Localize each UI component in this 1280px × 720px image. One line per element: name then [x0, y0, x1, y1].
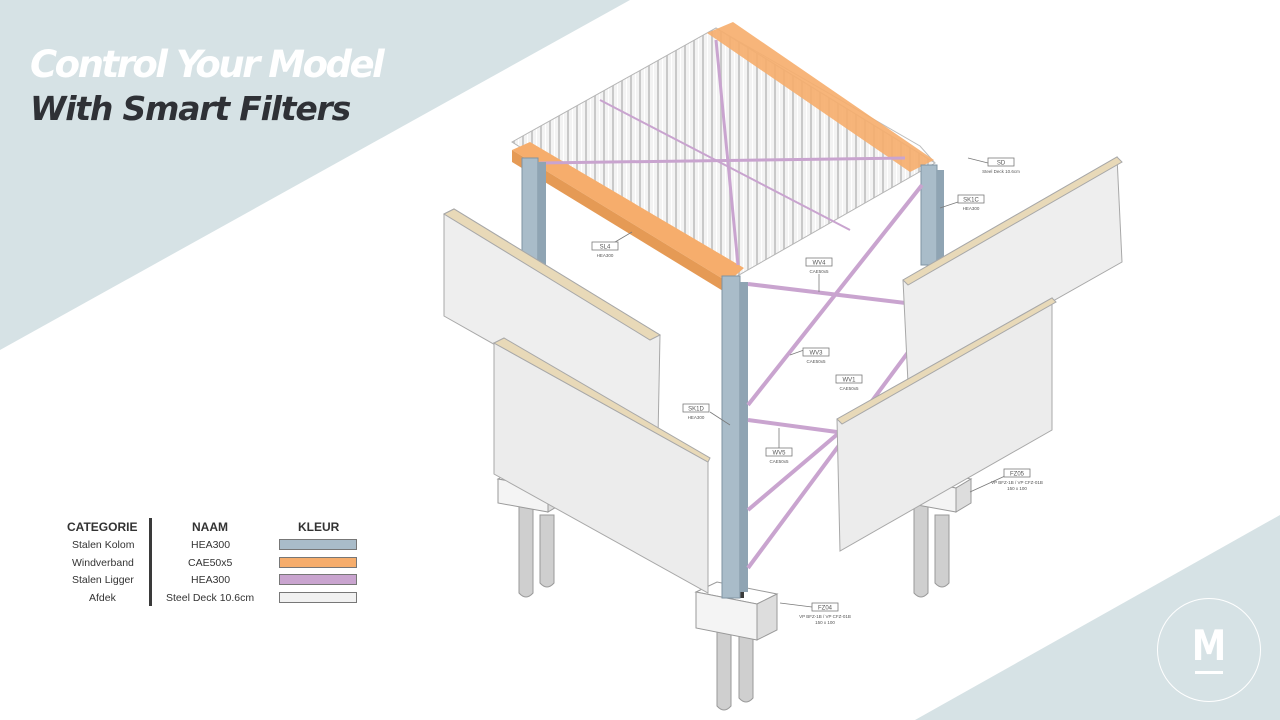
- legend-row-4-swatch: [279, 592, 357, 603]
- legend-header-color: KLEUR: [298, 520, 340, 534]
- tag-sk1c-sub: HEA300: [963, 206, 980, 211]
- legend-row-2-category: Windverband: [72, 557, 134, 569]
- tag-sk1c-code: SK1C: [963, 198, 979, 204]
- legend-row-3-category: Stalen Ligger: [72, 574, 134, 586]
- tag-ww4-code: WV4: [812, 261, 826, 267]
- headline-line-2: With Smart Filters: [30, 89, 351, 128]
- steel-columns: [521, 157, 944, 599]
- tag-wv1-sub: CAE50x5: [839, 386, 859, 391]
- tag-wv3-sub: CAE50x5: [806, 359, 826, 364]
- legend-header-category: CATEGORIE: [67, 520, 138, 534]
- legend-header-name: NAAM: [192, 520, 228, 534]
- legend-row-2-name: CAE50x5: [188, 557, 233, 569]
- roof-deck: [511, 22, 936, 294]
- tag-sl4-code: SL4: [600, 245, 611, 251]
- tag-fz05-sub: VP BFZ-1B / VP CFZ-01B: [991, 480, 1043, 485]
- legend-row-1-category: Stalen Kolom: [72, 539, 135, 551]
- legend-row-1-swatch: [279, 539, 357, 550]
- wall-panels-right: [836, 156, 1123, 552]
- tag-wv5-sub: CAE50x5: [769, 459, 789, 464]
- wall-panels-left: [442, 208, 711, 594]
- headline: Control Your Model With Smart Filters: [30, 43, 385, 128]
- tag-fz05-sub2: 150 x 100: [1007, 486, 1027, 491]
- legend-table: CATEGORIE NAAM KLEUR Stalen Kolom HEA300…: [60, 518, 380, 608]
- tag-wv3-code: WV3: [809, 351, 823, 357]
- background-band-top-left: [0, 0, 630, 350]
- tag-fz04-sub2: 150 x 100: [815, 620, 835, 625]
- foundation-piles: [518, 504, 950, 711]
- tag-wv1-code: WV1: [842, 378, 856, 384]
- legend-row-3-name: HEA300: [191, 574, 231, 586]
- annotation-tag-text: SD Steel Deck 10.6cm SK1C HEA300 SL4 HEA…: [597, 161, 1043, 626]
- tag-wv5-code: WV5: [772, 451, 786, 457]
- tag-fz05-code: FZ05: [1010, 472, 1025, 478]
- tag-sk1d-sub: HEA300: [688, 415, 705, 420]
- bracing: [746, 183, 924, 570]
- tag-fz04-code: FZ04: [818, 606, 833, 612]
- tag-ww4-sub: CAE50x5: [809, 269, 829, 274]
- tag-sl4-sub: HEA300: [597, 253, 614, 258]
- logo-underline: [1195, 671, 1223, 674]
- legend-row-3-swatch: [279, 574, 357, 585]
- legend-row-1-name: HEA300: [191, 539, 231, 551]
- legend-divider: [149, 518, 152, 606]
- roof-edge-beam-back: [707, 22, 934, 172]
- tag-fz04-sub: VP BFZ-1B / VP CFZ-01B: [799, 614, 851, 619]
- annotation-tags: [591, 157, 1031, 612]
- legend-row-2-swatch: [279, 557, 357, 568]
- tag-sk1d-code: SK1D: [688, 407, 704, 413]
- headline-line-1: Control Your Model: [30, 43, 385, 86]
- tag-sd-code: SD: [997, 161, 1006, 167]
- legend-row-4-name: Steel Deck 10.6cm: [166, 592, 255, 604]
- logo-letter: M: [1191, 621, 1227, 670]
- legend-row-4-category: Afdek: [89, 592, 116, 604]
- roof-edge-beam-front: [512, 142, 744, 282]
- tag-sd-sub: Steel Deck 10.6cm: [982, 169, 1020, 174]
- brand-logo: M: [1157, 598, 1261, 702]
